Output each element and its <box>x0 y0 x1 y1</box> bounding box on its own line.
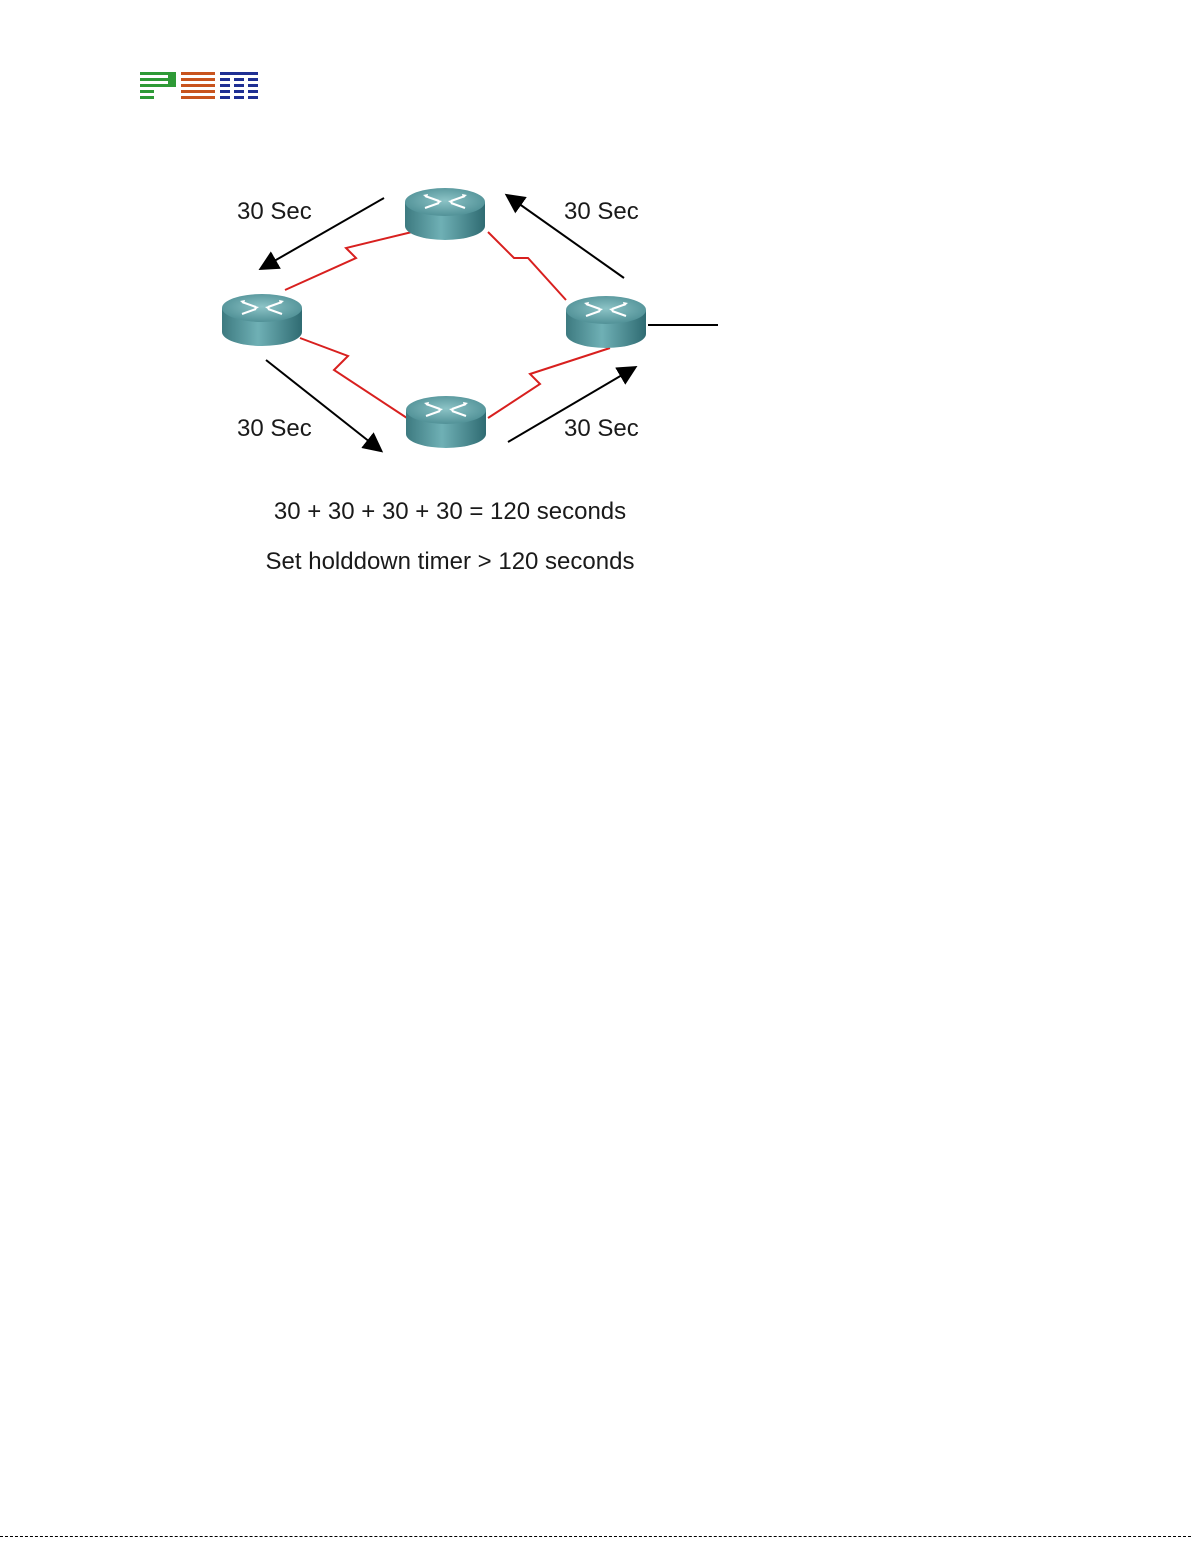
page-bottom-rule <box>0 1536 1191 1537</box>
top-router <box>405 188 485 240</box>
caption-sum: 30 + 30 + 30 + 30 = 120 seconds <box>140 498 760 526</box>
caption-holddown: Set holddown timer > 120 seconds <box>140 548 760 576</box>
arrow-label-top-left: 30 Sec <box>237 198 312 225</box>
left-router <box>222 294 302 346</box>
serial-links <box>285 232 610 420</box>
arrow-label-bottom-right: 30 Sec <box>564 415 639 442</box>
link-bottom-right <box>488 348 610 418</box>
link-top-left <box>285 232 412 290</box>
link-left-bottom <box>300 338 410 420</box>
link-top-right <box>488 232 566 300</box>
arrow-label-top-right: 30 Sec <box>564 198 639 225</box>
right-router <box>566 296 646 348</box>
routing-loop-diagram: 30 Sec 30 Sec 30 Sec 30 Sec <box>0 0 1191 620</box>
bottom-router <box>406 396 486 448</box>
arrow-label-bottom-left: 30 Sec <box>237 415 312 442</box>
